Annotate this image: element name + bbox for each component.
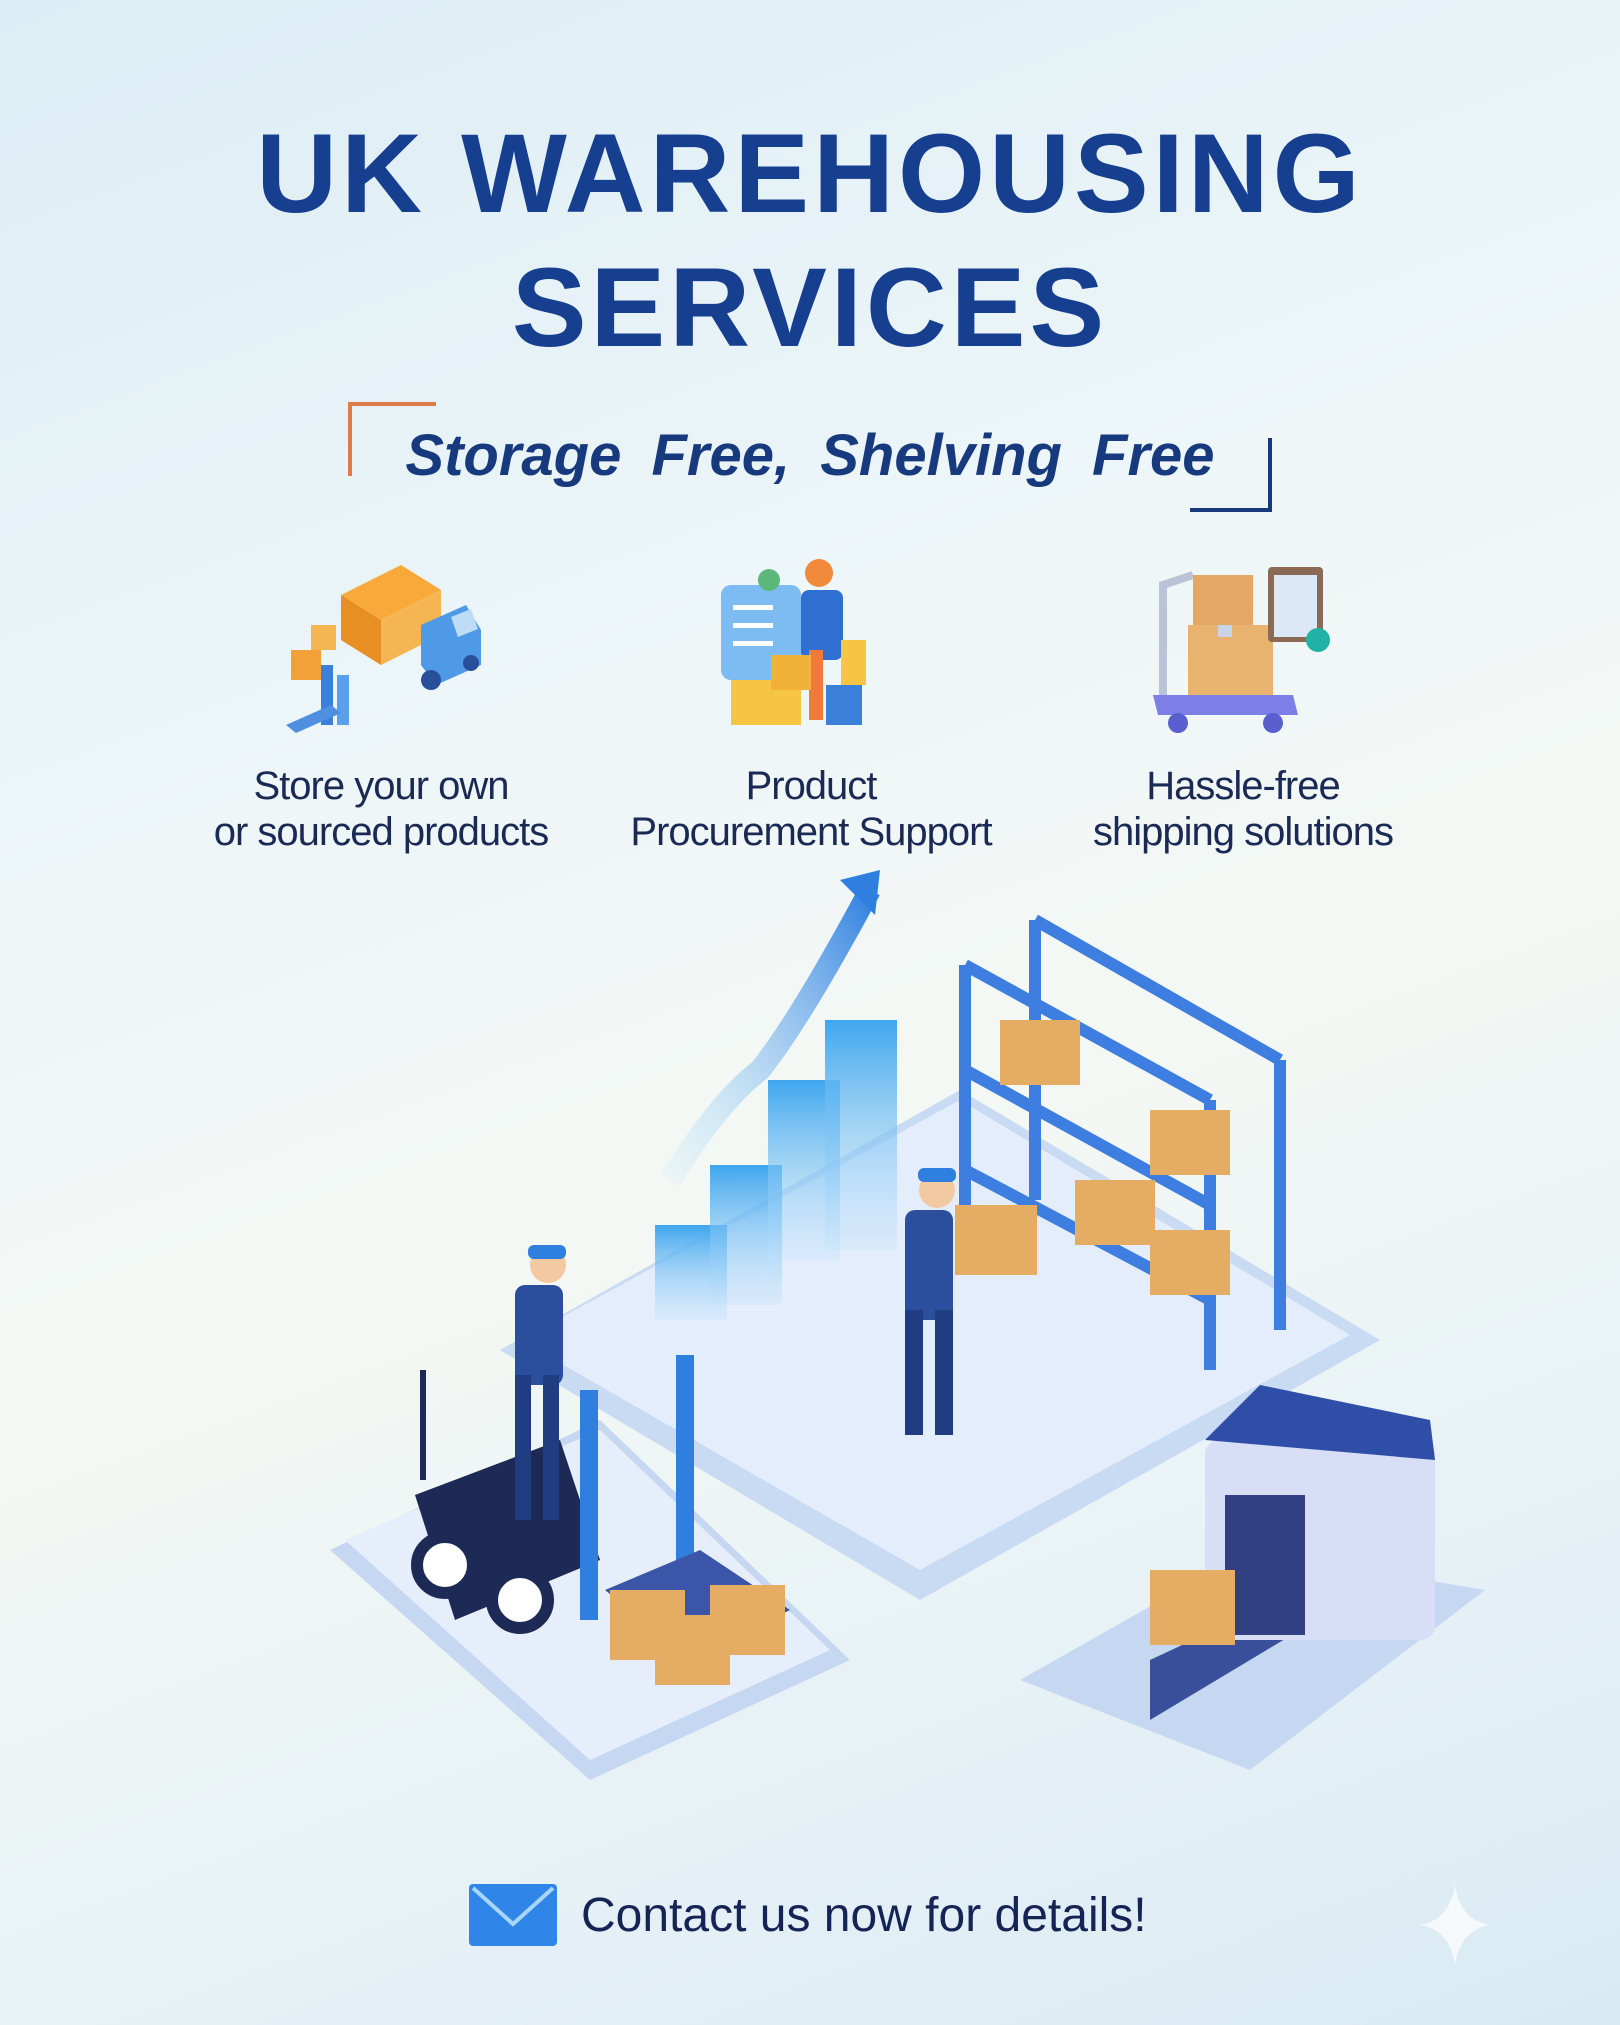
bracket-bottom-right xyxy=(1190,438,1272,512)
feature-label-line2: or sourced products xyxy=(213,810,550,854)
feature-label-line2: Procurement Support xyxy=(630,810,992,854)
contact-text: Contact us now for details! xyxy=(581,1888,1147,1942)
envelope-icon xyxy=(469,1884,557,1946)
procurement-worker-icon xyxy=(721,559,866,725)
feature-procurement: Product Procurement Support xyxy=(601,555,1021,855)
worker-forklift xyxy=(515,1245,566,1520)
contact-cta[interactable]: Contact us now for details! xyxy=(469,1884,1147,1946)
shelf-boxes xyxy=(1000,1020,1230,1295)
forklift xyxy=(411,1355,694,1634)
feature-label-line1: Hassle-free xyxy=(1146,764,1341,808)
delivery-truck-icon xyxy=(286,565,481,733)
feature-label-line1: Store your own xyxy=(253,764,509,808)
feature-store-products: Store your own or sourced products xyxy=(171,555,591,855)
feature-label-line1: Product xyxy=(745,764,878,808)
shipping-cart-icon xyxy=(1153,567,1330,733)
page-title-line2: SERVICES xyxy=(511,245,1109,370)
growth-arrow xyxy=(660,884,880,1186)
conveyor-scanner xyxy=(1150,1385,1435,1720)
page-title-line1: UK WAREHOUSING xyxy=(256,111,1364,236)
feature-label-line2: shipping solutions xyxy=(1093,810,1394,854)
chart-bar xyxy=(825,1020,897,1250)
pallet-boxes xyxy=(605,1550,790,1685)
bracket-top-left xyxy=(348,402,436,476)
feature-shipping: Hassle-free shipping solutions xyxy=(1033,555,1453,855)
subtitle: Storage Free, Shelving Free xyxy=(405,423,1215,488)
worker-carrying-box xyxy=(905,1168,1037,1435)
sparkle-icon xyxy=(1420,1885,1490,1965)
